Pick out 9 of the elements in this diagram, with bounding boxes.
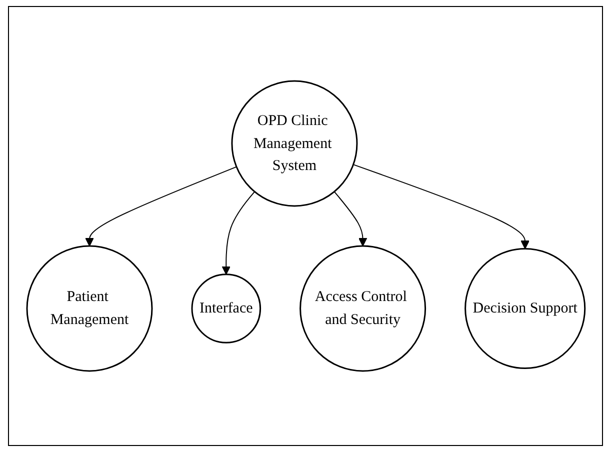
arrow — [84, 166, 237, 246]
arrow — [221, 191, 255, 275]
node-circle: Decision Support — [464, 248, 586, 370]
arrow — [352, 164, 530, 250]
node-circle: OPD Clinic Management System — [230, 80, 358, 207]
node-circle: Interface — [190, 274, 261, 344]
node-circle: Patient Management — [26, 245, 152, 372]
node-circle: Access Control and Security — [299, 245, 426, 372]
arrow — [333, 191, 367, 246]
